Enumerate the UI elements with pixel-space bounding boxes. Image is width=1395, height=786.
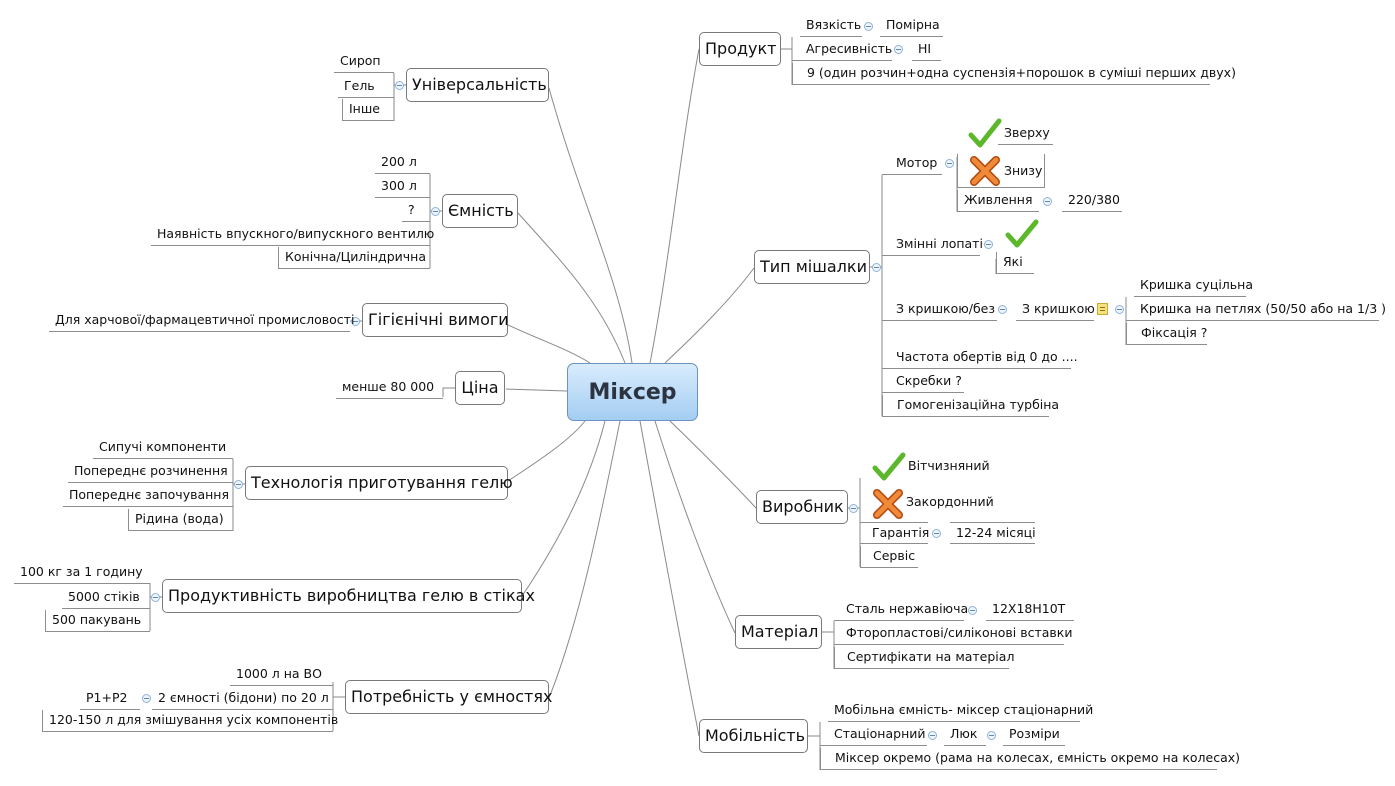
item-stationary[interactable]: Стаціонарний: [820, 724, 927, 746]
topic-product[interactable]: Продукт: [699, 32, 781, 66]
item-500[interactable]: 500 пакувань: [45, 610, 150, 632]
collapse-icon[interactable]: [998, 305, 1007, 314]
item-foreign[interactable]: Закордонний: [906, 494, 994, 509]
topic-mixer-type[interactable]: Тип мішалки: [754, 250, 870, 284]
item-100kg[interactable]: 100 кг за 1 годину: [14, 562, 150, 584]
collapse-icon[interactable]: [351, 317, 360, 326]
item-5000[interactable]: 5000 стіків: [62, 587, 150, 609]
item-viscosity-value[interactable]: Помірна: [880, 15, 943, 37]
topic-technology[interactable]: Технологія приготування гелю: [245, 466, 513, 500]
item-speed[interactable]: Частота обертів від 0 до ....: [882, 347, 1078, 369]
item-valve[interactable]: Наявність впускного/випускного вентилю: [151, 224, 434, 246]
topic-universal[interactable]: Універсальність: [406, 68, 549, 102]
item-steel[interactable]: Сталь нержавіюча: [834, 599, 968, 621]
item-scrapers[interactable]: Скребки ?: [882, 371, 964, 393]
item-aggressiveness[interactable]: Агресивність: [792, 39, 892, 61]
collapse-icon[interactable]: [984, 240, 993, 249]
item-inserts[interactable]: Фторопластові/силіконові вставки: [834, 623, 1072, 645]
note-icon[interactable]: [1097, 303, 1108, 315]
collapse-icon[interactable]: [1043, 197, 1052, 206]
item-lid-or-not[interactable]: З кришкою/без: [882, 299, 997, 321]
collapse-icon[interactable]: [864, 22, 873, 31]
topic-maker[interactable]: Виробник: [756, 490, 848, 524]
collapse-icon[interactable]: [928, 731, 937, 740]
item-presoak[interactable]: Попереднє започування: [63, 485, 233, 507]
item-mobile-tank[interactable]: Мобільна ємність- міксер стаціонарний: [828, 700, 1093, 722]
item-price-value[interactable]: менше 80 000: [336, 377, 443, 399]
checkmark-icon: [968, 118, 1002, 148]
collapse-icon[interactable]: [894, 45, 903, 54]
collapse-icon[interactable]: [1115, 305, 1124, 314]
item-warranty-value[interactable]: 12-24 місяці: [950, 522, 1036, 544]
item-food-pharma[interactable]: Для харчової/фармацевтичної промисловост…: [49, 310, 354, 332]
item-motor[interactable]: Мотор: [882, 153, 942, 175]
topic-containers[interactable]: Потребність у ємностях: [345, 680, 552, 714]
cross-icon: [970, 156, 1000, 186]
topic-mobility[interactable]: Мобільність: [699, 719, 808, 753]
item-certificates[interactable]: Сертифікати на матеріал: [834, 647, 1014, 669]
item-solid-lid[interactable]: Кришка суцільна: [1134, 275, 1253, 297]
topic-price[interactable]: Ціна: [455, 371, 505, 405]
item-question[interactable]: ?: [402, 200, 430, 222]
item-which[interactable]: Які: [996, 252, 1034, 274]
item-hatch[interactable]: Люк: [944, 724, 986, 746]
item-with-lid[interactable]: З кришкою: [1016, 299, 1095, 321]
collapse-icon[interactable]: [142, 694, 151, 703]
item-turbine[interactable]: Гомогенізаційна турбіна: [882, 395, 1059, 417]
item-other[interactable]: Інше: [342, 99, 394, 121]
collapse-icon[interactable]: [945, 159, 954, 168]
item-blades[interactable]: Змінні лопаті: [882, 234, 983, 256]
item-warranty[interactable]: Гарантія: [860, 522, 929, 544]
item-shape[interactable]: Конічна/Циліндрична: [278, 247, 430, 269]
item-service[interactable]: Сервіс: [860, 546, 918, 568]
collapse-icon[interactable]: [395, 81, 404, 90]
item-predissolve[interactable]: Попереднє розчинення: [68, 461, 233, 483]
item-steel-grade[interactable]: 12Х18Н10Т: [986, 599, 1074, 621]
item-1000l[interactable]: 1000 л на ВО: [230, 664, 333, 686]
item-300[interactable]: 300 л: [375, 176, 430, 198]
item-top[interactable]: Зверху: [998, 123, 1053, 145]
collapse-icon[interactable]: [151, 593, 160, 602]
item-2-cans[interactable]: 2 ємності (бідони) по 20 л: [152, 688, 333, 710]
item-sizes[interactable]: Розміри: [1003, 724, 1065, 746]
item-p1p2[interactable]: P1+P2: [80, 688, 140, 710]
collapse-icon[interactable]: [431, 207, 440, 216]
item-water[interactable]: Рідина (вода): [128, 509, 233, 531]
item-domestic[interactable]: Вітчизняний: [908, 458, 990, 473]
collapse-icon[interactable]: [234, 480, 243, 489]
item-powders[interactable]: Сипучі компоненти: [93, 437, 233, 459]
collapse-icon[interactable]: [849, 504, 858, 513]
collapse-icon[interactable]: [932, 529, 941, 538]
item-120-150[interactable]: 120-150 л для змішування усіх компоненті…: [42, 710, 338, 732]
cross-icon: [873, 489, 903, 519]
collapse-icon[interactable]: [872, 263, 881, 272]
item-separate-mixer[interactable]: Міксер окремо (рама на колесах, ємність …: [820, 748, 1240, 770]
item-gel[interactable]: Гель: [338, 76, 394, 98]
collapse-icon[interactable]: [968, 606, 977, 615]
topic-material[interactable]: Матеріал: [735, 615, 822, 649]
item-fixation[interactable]: Фіксація ?: [1126, 323, 1207, 345]
topic-hygiene[interactable]: Гігієнічні вимоги: [362, 303, 509, 337]
item-viscosity[interactable]: Вязкість: [800, 15, 862, 37]
topic-capacity[interactable]: Ємність: [442, 194, 518, 228]
collapse-icon[interactable]: [987, 731, 996, 740]
checkmark-icon: [872, 452, 906, 481]
root-topic[interactable]: Міксер: [567, 363, 698, 421]
item-power-value[interactable]: 220/380: [1062, 190, 1122, 212]
topic-productivity[interactable]: Продуктивність виробництва гелю в стіках: [162, 579, 535, 613]
item-aggressiveness-value[interactable]: НІ: [912, 39, 941, 61]
item-200[interactable]: 200 л: [375, 152, 430, 174]
item-power[interactable]: Живлення: [957, 190, 1039, 212]
checkmark-icon: [1005, 219, 1039, 248]
item-syrup[interactable]: Сироп: [334, 51, 394, 73]
item-hinged-lid[interactable]: Кришка на петлях (50/50 або на 1/3 ): [1126, 299, 1386, 321]
item-nine-components[interactable]: 9 (один розчин+одна суспензія+порошок в …: [792, 63, 1236, 85]
item-bottom[interactable]: Знизу: [957, 154, 1045, 188]
